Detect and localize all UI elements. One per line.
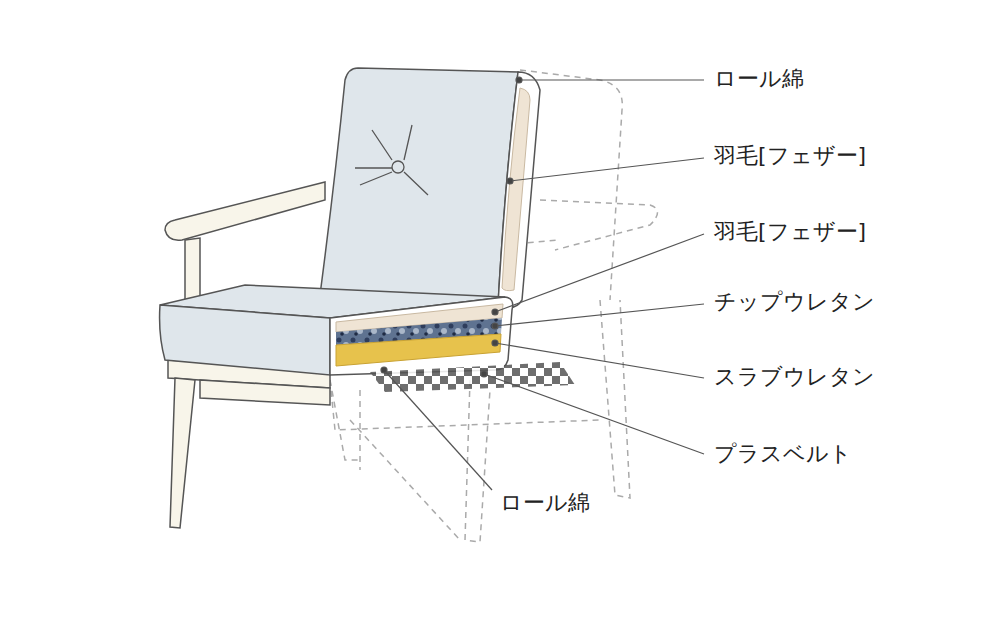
plastic-belt [370, 362, 575, 392]
tufting [355, 125, 428, 195]
part-label: スラブウレタン [712, 364, 877, 390]
feather [502, 88, 530, 291]
back-cushion [320, 68, 518, 305]
leader-lines [381, 77, 704, 490]
part-label: ロール綿 [498, 490, 592, 516]
slab-urethane [336, 334, 501, 366]
part-label: プラスベルト [712, 441, 854, 467]
part-label: 羽毛[フェザー] [712, 219, 868, 245]
part-label: 羽毛[フェザー] [712, 143, 868, 169]
part-label: ロール綿 [712, 66, 806, 92]
seat-cut [330, 297, 513, 375]
back-cut [498, 72, 540, 308]
seat-front [160, 305, 330, 375]
part-label: チップウレタン [712, 289, 877, 315]
